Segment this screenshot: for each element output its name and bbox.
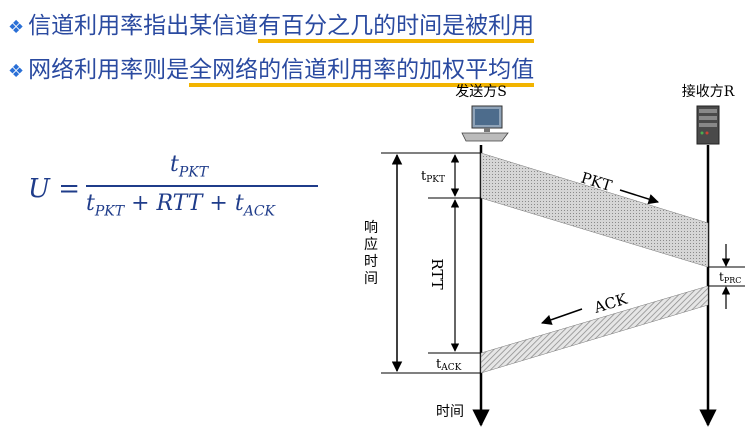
formula-numerator: tPKT (170, 152, 209, 181)
diamond-bullet-icon: ❖ (8, 61, 25, 82)
pkt-arrow (619, 189, 660, 205)
computer-icon (461, 105, 509, 142)
bullet-1-text: 信道利用率指出某信道 (28, 13, 259, 39)
formula-lhs: U = (28, 174, 80, 204)
response-char-3: 时 (364, 254, 378, 270)
formula-denominator: tPKT + RTT + tACK (86, 191, 275, 220)
diamond-bullet-icon: ❖ (8, 17, 25, 38)
utilization-formula: U = tPKT tPKT + RTT + tACK (28, 152, 320, 232)
bullet-1-highlight: 有百分之几的时间是被利用 (258, 13, 535, 43)
bullet-2-text: 网络利用率则是 (28, 57, 190, 83)
ack-arrow (541, 308, 583, 325)
response-char-2: 应 (364, 236, 378, 253)
bullet-line-2: ❖网络利用率则是全网络的信道利用率的加权平均值 (8, 50, 535, 87)
bullet-line-1: ❖信道利用率指出某信道有百分之几的时间是被利用 (8, 6, 535, 43)
response-char-4: 间 (364, 271, 378, 287)
pkt-band (480, 152, 709, 268)
time-label: 时间 (436, 404, 464, 420)
response-time-label: 响 应 时 间 (364, 220, 378, 287)
rtt-label: RTT (428, 258, 446, 289)
server-icon (696, 105, 720, 145)
receiver-label: 接收方R (682, 83, 735, 100)
sender-label: 发送方S (455, 84, 507, 100)
t-pkt-label: tPKT (421, 169, 445, 185)
fraction-bar (86, 185, 318, 187)
response-char-1: 响 (364, 220, 378, 236)
t-prc-label: tPRC (719, 270, 741, 285)
bullet-2-highlight: 全网络的信道利用率的加权平均值 (189, 57, 535, 87)
t-ack-label: tACK (436, 357, 462, 373)
